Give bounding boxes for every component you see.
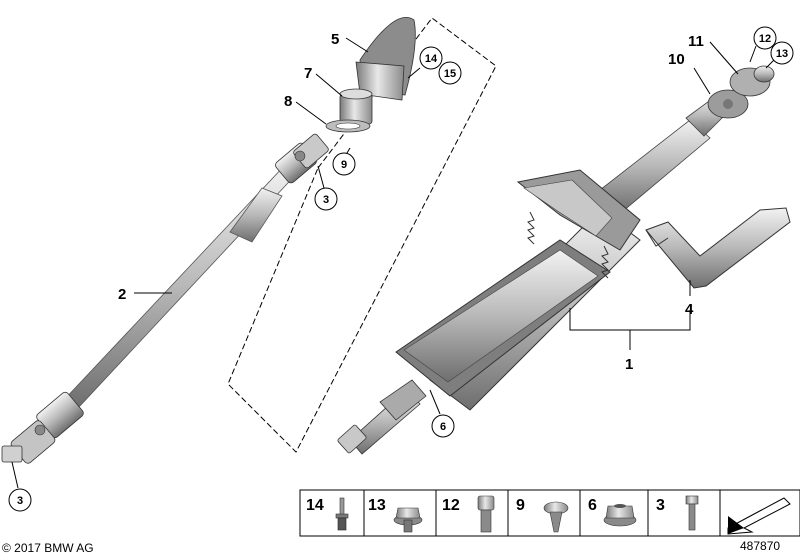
callout-3-upper: 3: [323, 194, 329, 206]
callout-2: 2: [118, 286, 126, 303]
upper-universal-joint: [275, 133, 329, 184]
flange-nut-icon: [603, 504, 637, 527]
socket-cap-screw-icon: [477, 495, 495, 533]
pan-head-screw-icon: [543, 501, 569, 533]
adjustment-lever: [645, 207, 791, 289]
hex-bolt-icon: [685, 495, 699, 531]
callout-4: 4: [685, 301, 694, 318]
callout-15: 15: [444, 68, 456, 80]
copyright-text: © 2017 BMW AG: [2, 541, 94, 555]
hex-flange-bolt-icon: [393, 507, 423, 533]
legend-label-13: 13: [368, 497, 386, 514]
leader-lines: [11, 37, 777, 489]
callout-10: 10: [668, 51, 685, 68]
callout-6: 6: [440, 421, 446, 433]
legend-label-12: 12: [442, 497, 460, 514]
boot-cover: [355, 17, 416, 101]
callout-1: 1: [625, 356, 633, 373]
legend-label-3: 3: [656, 497, 665, 514]
parts-legend: 14 13 12 9 6: [299, 489, 800, 537]
bearing-flange: [707, 65, 775, 119]
steering-column: [337, 95, 731, 455]
callout-11: 11: [688, 33, 704, 50]
lower-universal-joint: [1, 391, 84, 464]
direction-arrow-icon: [727, 497, 791, 535]
legend-label-9: 9: [516, 497, 525, 514]
legend-label-14: 14: [306, 497, 324, 514]
diagram-number: 487870: [740, 539, 780, 553]
callout-3-lower: 3: [17, 495, 23, 507]
callout-12: 12: [759, 33, 771, 45]
bushing: [339, 88, 373, 125]
callout-9: 9: [341, 159, 347, 171]
callout-5: 5: [331, 31, 339, 48]
intermediate-shaft: [1, 133, 329, 464]
callout-14: 14: [425, 53, 438, 65]
callout-8: 8: [284, 93, 292, 110]
seal-ring: [325, 119, 371, 133]
callout-13: 13: [776, 48, 788, 60]
legend-label-6: 6: [588, 497, 597, 514]
blind-rivet-icon: [335, 497, 349, 531]
callout-7: 7: [304, 65, 312, 82]
